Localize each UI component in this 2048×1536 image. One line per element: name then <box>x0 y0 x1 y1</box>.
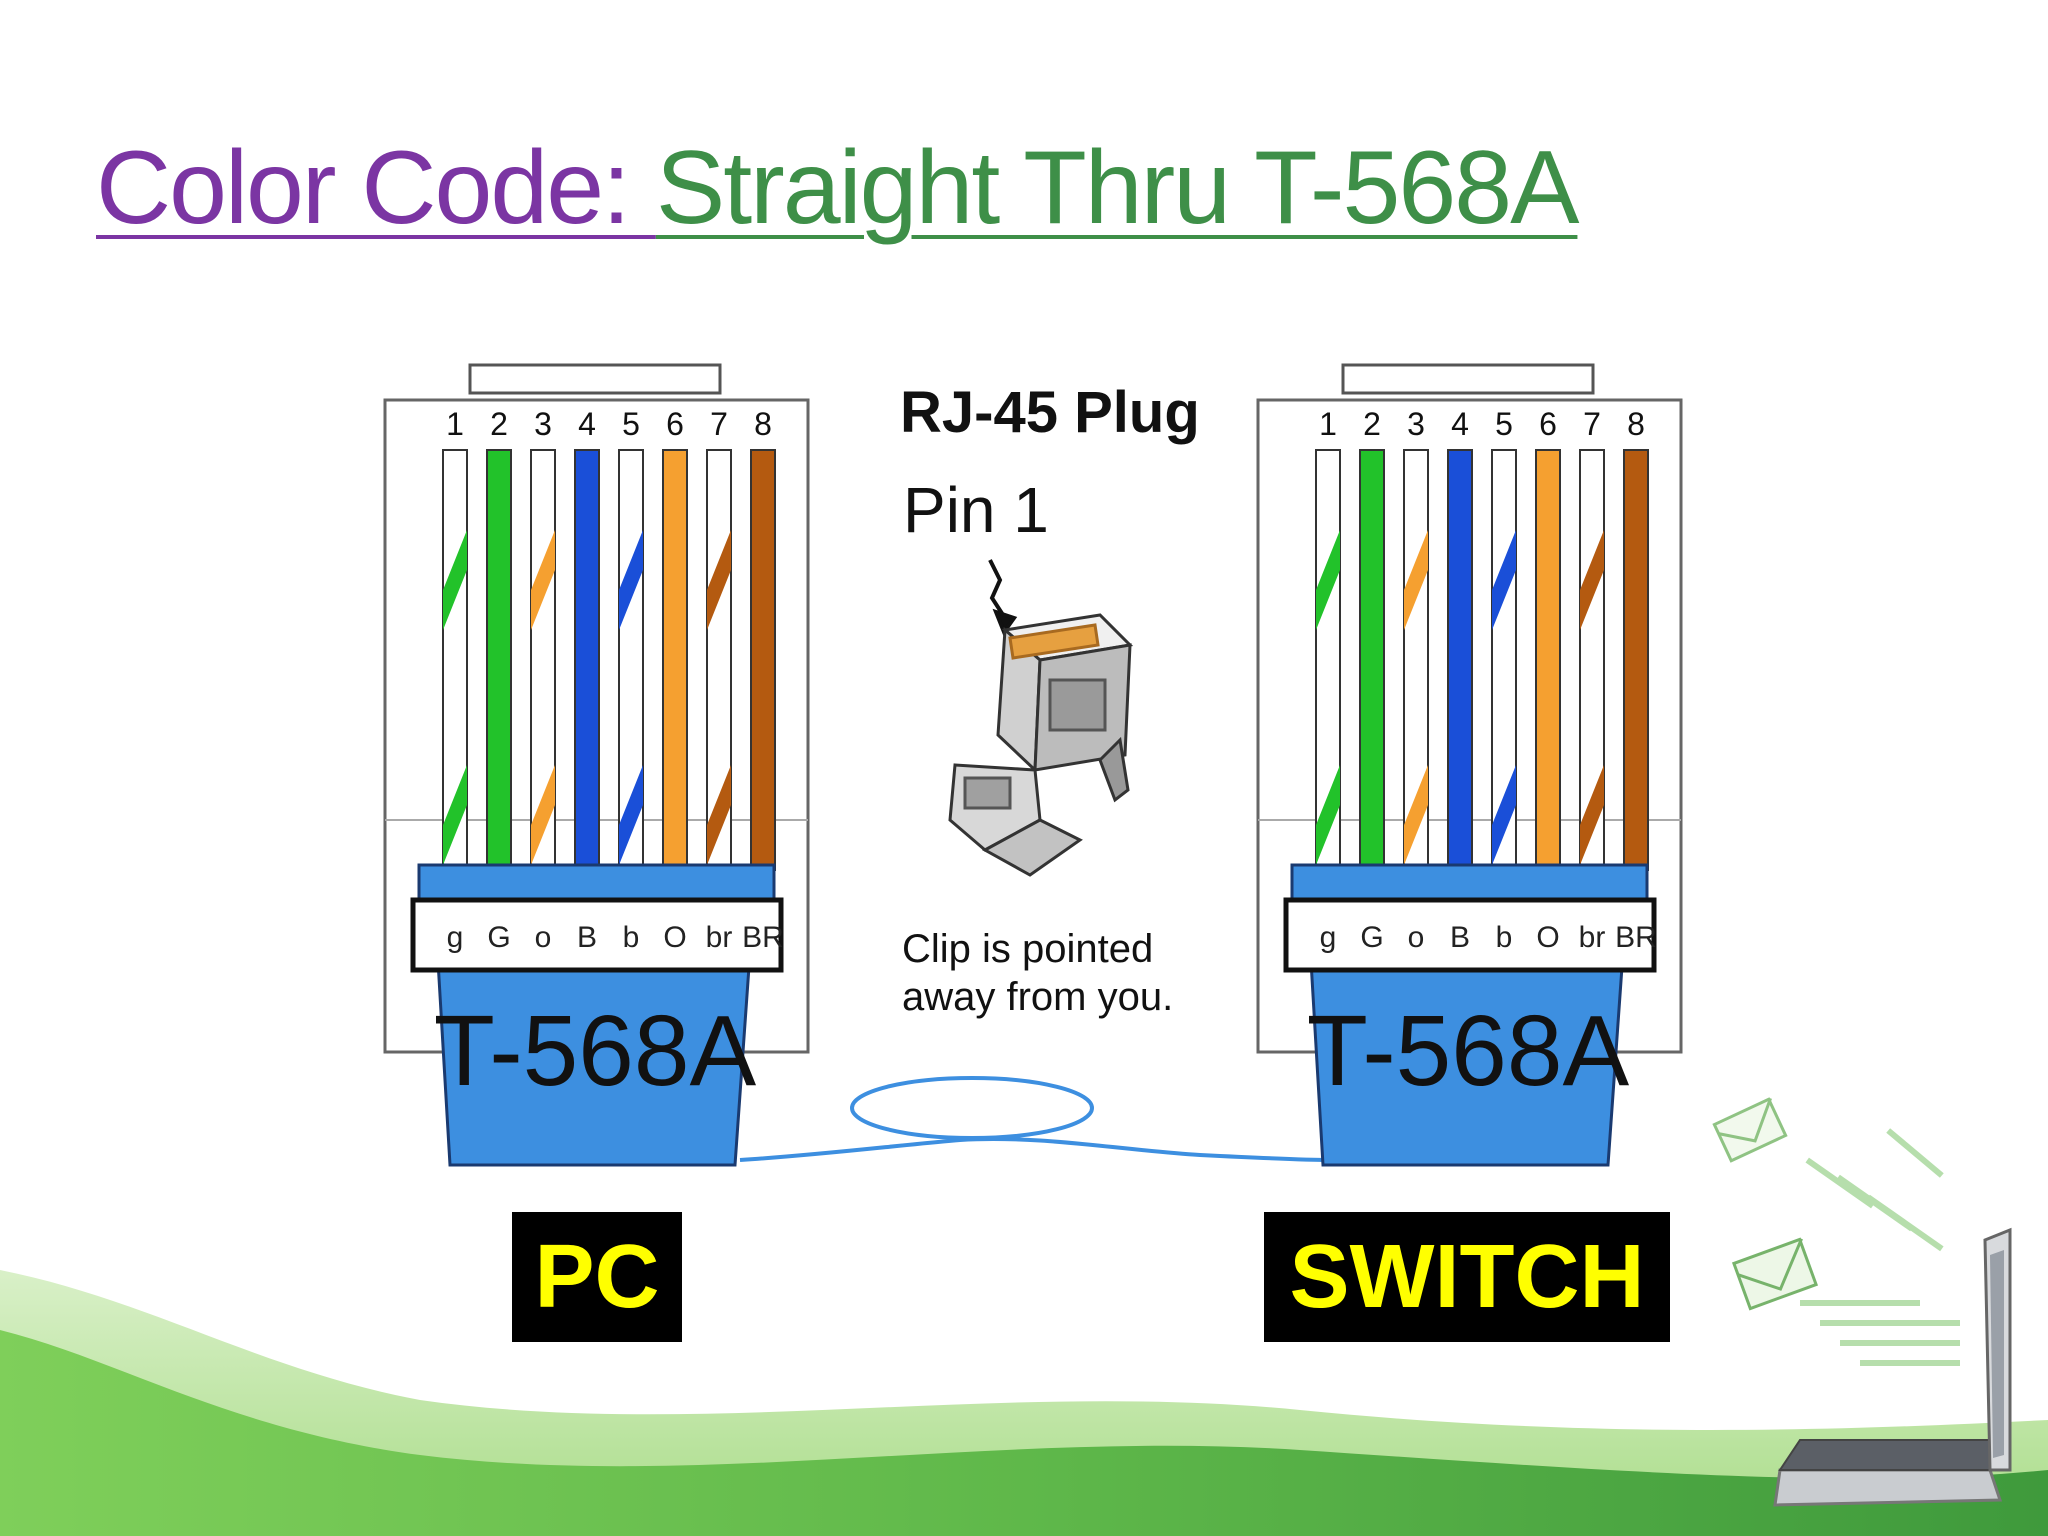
bottom-wave <box>0 1330 2048 1536</box>
title-main: Straight Thru T-568A <box>655 130 1580 246</box>
wire-B <box>574 449 600 871</box>
wire-code-label: b <box>1496 921 1513 954</box>
device-label-pc: PC <box>512 1212 682 1342</box>
pin-number: 5 <box>622 406 640 442</box>
wire-stripe <box>1316 530 1340 630</box>
pin-number: 6 <box>1539 406 1557 442</box>
device-label-switch: SWITCH <box>1264 1212 1670 1342</box>
wire-stripe <box>1316 765 1340 865</box>
wire-code-label: O <box>663 921 686 954</box>
pin-1-arrow <box>988 559 1018 637</box>
wire-code-label: o <box>535 921 552 954</box>
wire-BR <box>750 449 776 871</box>
clip-note-line1: Clip is pointed <box>902 927 1153 971</box>
wire-stripe <box>443 530 467 630</box>
patch-cable <box>739 1076 1331 1162</box>
wire-code-label: o <box>1408 921 1425 954</box>
device-label-pc-text: PC <box>534 1226 660 1327</box>
wire-stripe <box>619 530 643 630</box>
pin-number: 3 <box>1407 406 1425 442</box>
pin-number: 7 <box>710 406 728 442</box>
envelope-icon <box>1712 1097 1819 1311</box>
wire-stripe <box>1492 765 1516 865</box>
clip-note-line2: away from you. <box>902 975 1173 1019</box>
wire-code-label: G <box>487 921 510 954</box>
wire-code-label: G <box>1360 921 1383 954</box>
pin-number: 2 <box>490 406 508 442</box>
title-prefix: Color Code: <box>96 130 656 246</box>
wire-code-label: B <box>1450 921 1470 954</box>
pin-number: 5 <box>1495 406 1513 442</box>
laptop-icon <box>1773 1227 2012 1507</box>
plug-body <box>948 613 1134 877</box>
wire-code-label: g <box>1320 921 1337 954</box>
data-streaks <box>1800 1128 1960 1366</box>
wire-G <box>1359 449 1385 871</box>
code-strip <box>410 897 784 973</box>
slide-title: Color Code: Straight Thru T-568A <box>96 128 1580 248</box>
pin-number: 6 <box>666 406 684 442</box>
pin-number: 4 <box>1451 406 1469 442</box>
wire-stripe <box>1580 765 1604 865</box>
wire-stripe <box>707 765 731 865</box>
wire-O <box>1535 449 1561 871</box>
wire-code-label: g <box>447 921 464 954</box>
wire-stripe <box>1580 530 1604 630</box>
rj45-plug-illustration: RJ-45 Plug Pin 1 Clip is pointed away fr… <box>900 380 1200 1019</box>
pin-number: 4 <box>578 406 596 442</box>
pin-number: 8 <box>1627 406 1645 442</box>
plug-title: RJ-45 Plug <box>900 380 1200 445</box>
pin-number: 1 <box>446 406 464 442</box>
wire-code-label: O <box>1536 921 1559 954</box>
connector-latch <box>468 363 722 395</box>
wire-stripe <box>531 530 555 630</box>
wire-G <box>486 449 512 871</box>
connector-latch <box>1341 363 1595 395</box>
pin-number: 8 <box>754 406 772 442</box>
wire-code-label: b <box>623 921 640 954</box>
wire-stripe <box>707 530 731 630</box>
wire-O <box>662 449 688 871</box>
wire-stripe <box>1492 530 1516 630</box>
pin-number: 3 <box>534 406 552 442</box>
wire-BR <box>1623 449 1649 871</box>
wire-stripe <box>1404 765 1428 865</box>
device-label-switch-text: SWITCH <box>1289 1226 1645 1327</box>
wire-code-label: BR <box>742 921 784 954</box>
wire-stripe <box>443 765 467 865</box>
pin-number: 1 <box>1319 406 1337 442</box>
wire-stripe <box>619 765 643 865</box>
pin-number: 7 <box>1583 406 1601 442</box>
wire-code-label: B <box>577 921 597 954</box>
wire-stripe <box>531 765 555 865</box>
pin-number: 2 <box>1363 406 1381 442</box>
standard-label: T-568A <box>434 995 757 1107</box>
pin-1-label: Pin 1 <box>903 474 1049 546</box>
wire-code-label: br <box>706 921 733 954</box>
standard-label: T-568A <box>1307 995 1630 1107</box>
wire-code-label: br <box>1579 921 1606 954</box>
wire-stripe <box>1404 530 1428 630</box>
wire-code-label: BR <box>1615 921 1657 954</box>
code-strip <box>1283 897 1657 973</box>
wire-B <box>1447 449 1473 871</box>
